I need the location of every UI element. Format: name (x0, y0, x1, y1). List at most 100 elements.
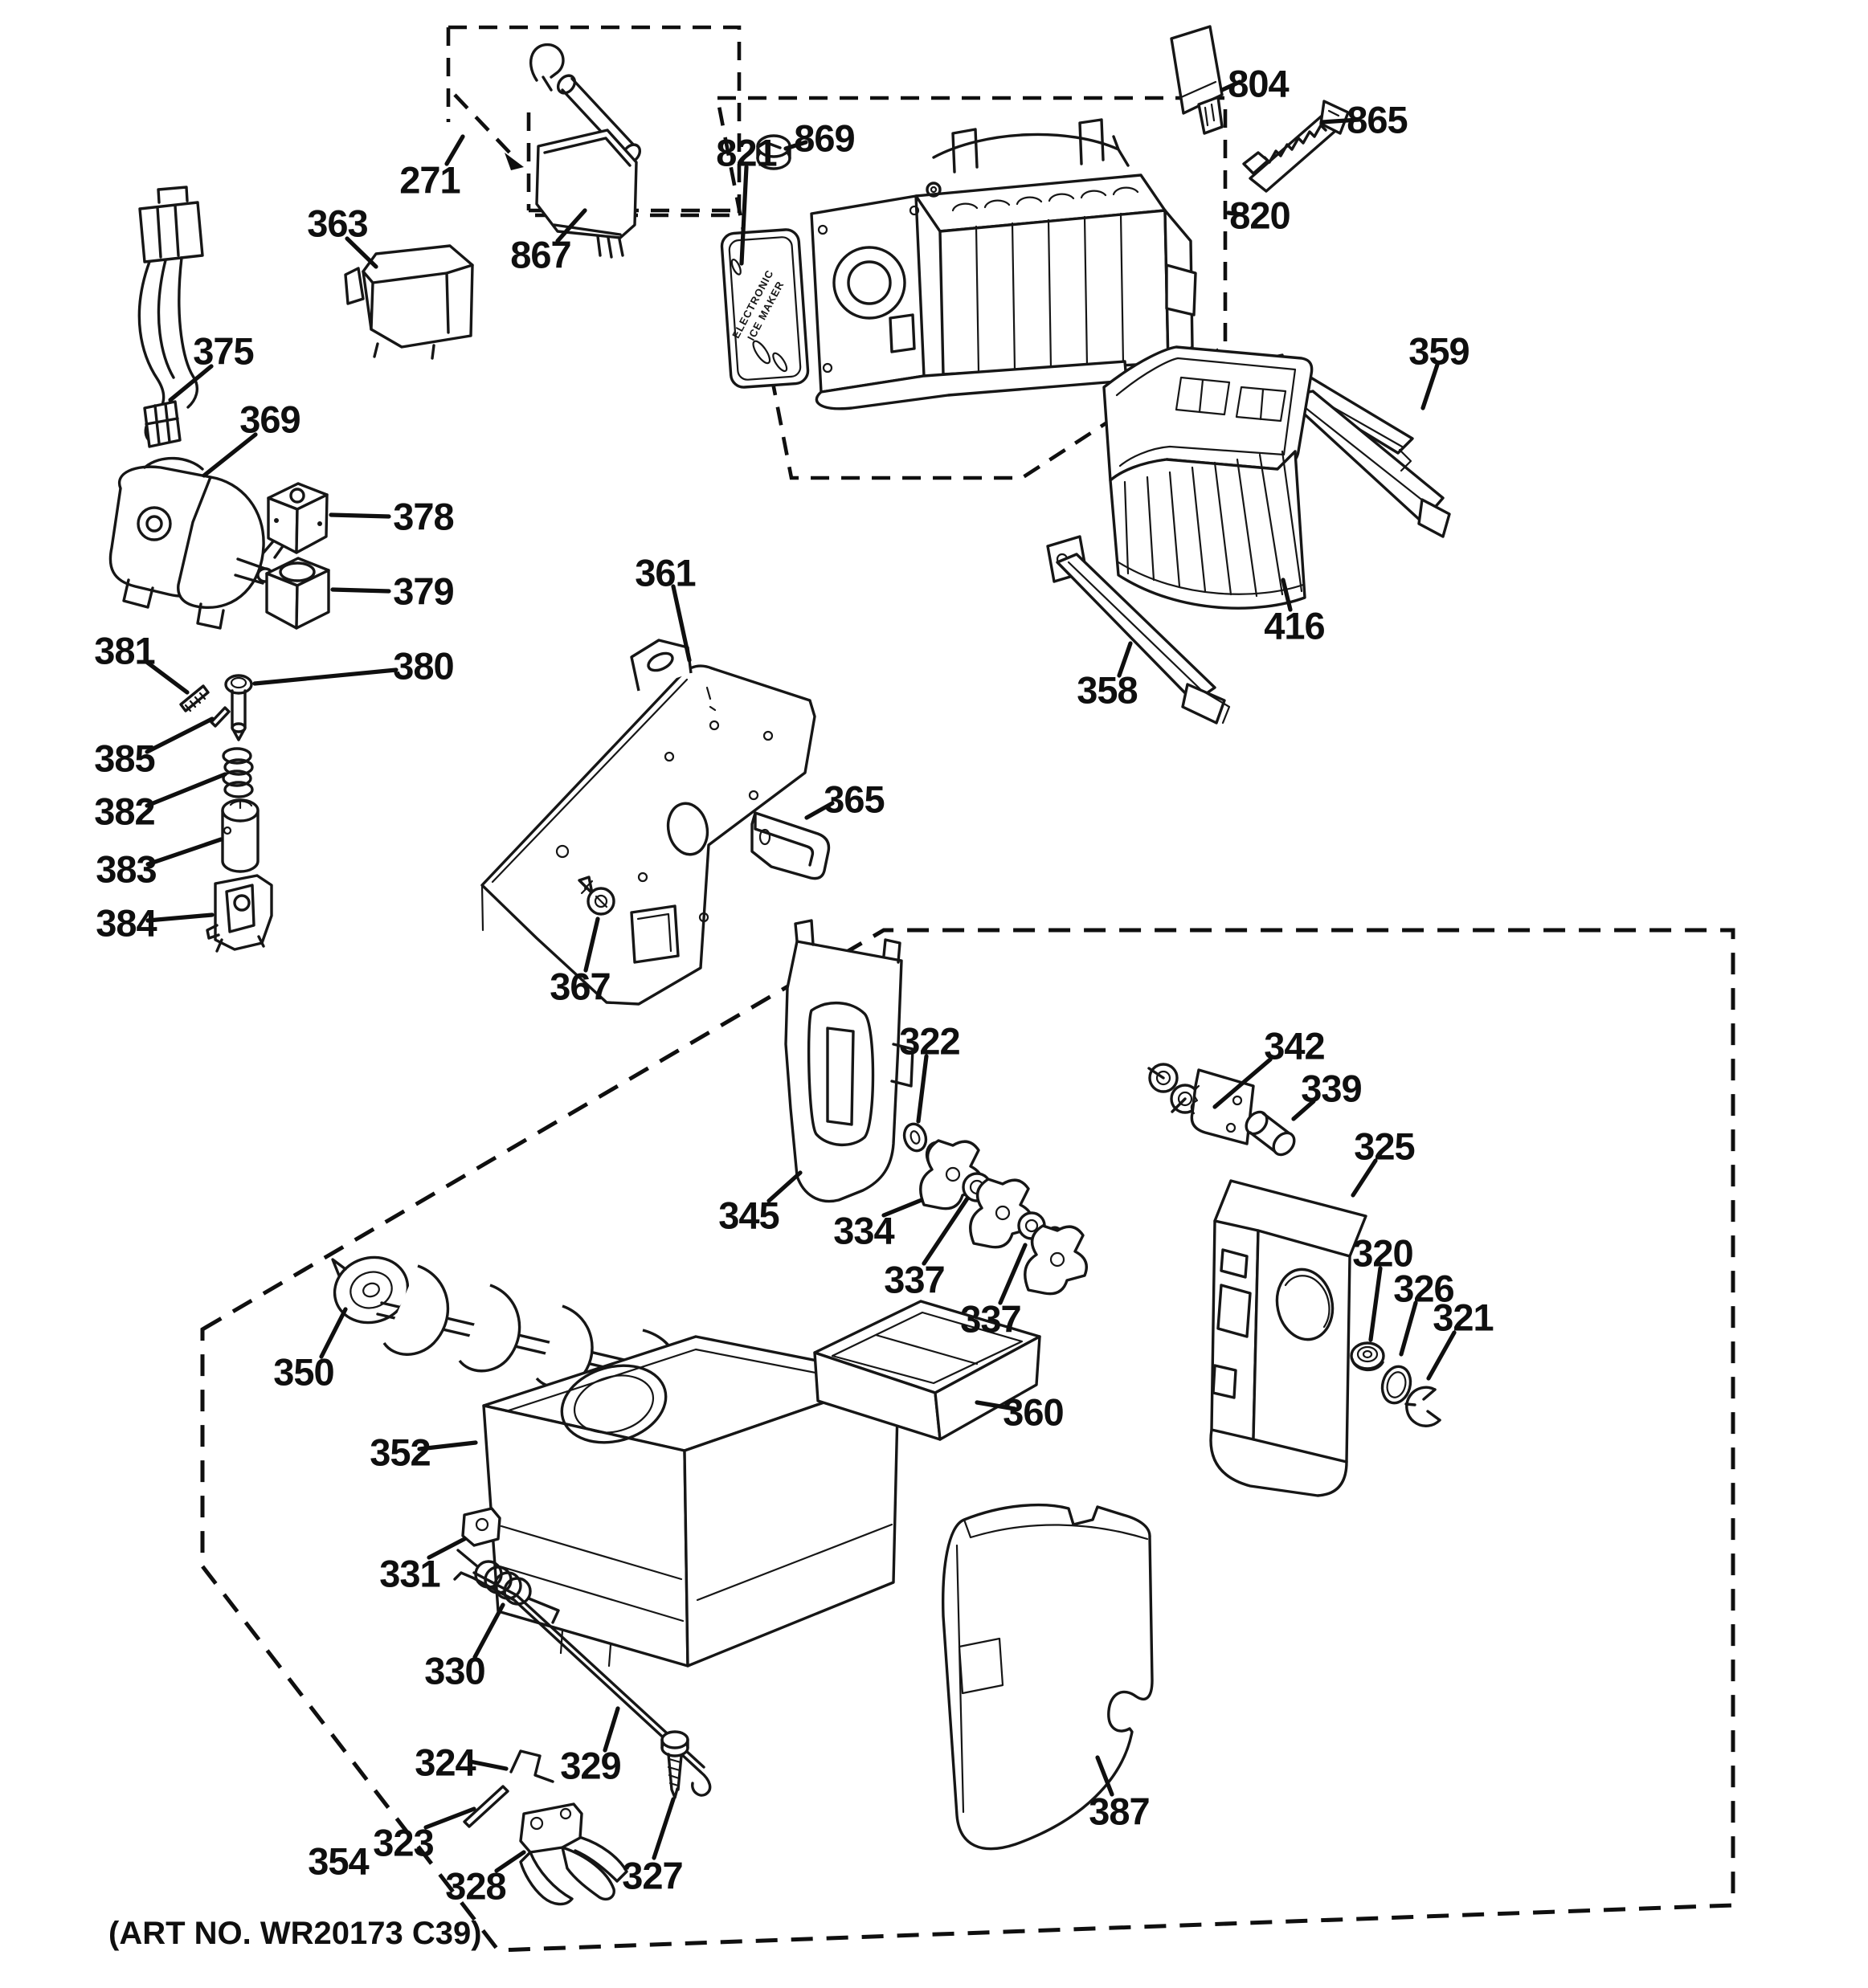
leader-line-324 (468, 1759, 509, 1771)
leader-line-325 (1351, 1158, 1378, 1198)
leader-line-365 (804, 801, 835, 820)
leader-line-326 (1399, 1300, 1418, 1357)
leader-line-382 (145, 772, 227, 808)
part-383-cam (221, 798, 260, 873)
part-label-361: 361 (635, 552, 695, 594)
part-378-solenoid (262, 482, 329, 559)
leader-line-358 (1117, 641, 1133, 678)
part-label-365: 365 (824, 778, 884, 821)
part-label-331: 331 (379, 1553, 439, 1595)
part-820-icemaker-assembly: ELECTRONIC ICE MAKER (720, 118, 1197, 410)
leader-line-383 (145, 837, 223, 867)
leader-line-327 (652, 1797, 676, 1860)
part-869-cap (756, 134, 791, 170)
part-345-chute (784, 919, 914, 1203)
part-label-369: 369 (239, 398, 300, 441)
part-label-367: 367 (550, 965, 610, 1008)
part-label-328: 328 (445, 1865, 505, 1908)
leader-line-361 (671, 584, 692, 663)
part-label-869: 869 (794, 117, 854, 160)
part-350-auger (331, 1255, 791, 1410)
leader-line-363 (345, 236, 378, 269)
part-382-spring (222, 747, 254, 798)
part-label-380: 380 (393, 645, 453, 688)
part-label-322: 322 (899, 1020, 959, 1063)
leader-line-360 (975, 1400, 1017, 1411)
leader-line-339 (1291, 1099, 1316, 1121)
part-label-382: 382 (94, 790, 154, 833)
part-339-roller (1245, 1110, 1296, 1157)
leader-line-369 (202, 432, 258, 478)
arrowhead (505, 153, 524, 170)
leader-line-352 (417, 1440, 478, 1451)
leader-line-387 (1095, 1755, 1114, 1797)
part-375-harness (137, 186, 204, 448)
leader-line-381 (143, 659, 190, 695)
leader-line-359 (1420, 362, 1440, 410)
part-label-330: 330 (424, 1650, 484, 1692)
part-label-323: 323 (373, 1822, 433, 1864)
part-label-350: 350 (273, 1351, 333, 1394)
part-label-321: 321 (1433, 1296, 1493, 1339)
part-label-387: 387 (1089, 1790, 1149, 1833)
leader-line-331 (427, 1537, 467, 1560)
leader-line-320 (1368, 1266, 1383, 1342)
leader-line-867 (555, 208, 587, 243)
part-label-342: 342 (1264, 1025, 1324, 1067)
leader-line-375 (168, 364, 214, 402)
part-label-325: 325 (1354, 1125, 1414, 1168)
part-381-roll-pin (179, 684, 210, 712)
leader-line-380 (252, 667, 399, 686)
part-324-clip (509, 1749, 554, 1783)
part-352-bucket (482, 1335, 900, 1668)
part-label-865: 865 (1347, 99, 1407, 141)
part-label-381: 381 (94, 630, 154, 672)
part-label-384: 384 (96, 902, 157, 945)
part-label-345: 345 (718, 1194, 779, 1237)
part-323-pin (463, 1785, 509, 1828)
part-369-motor (108, 456, 274, 630)
art-number: (ART NO. WR20173 C39) (108, 1916, 482, 1951)
part-label-329: 329 (560, 1745, 620, 1787)
leader-line-271 (444, 134, 465, 166)
part-label-360: 360 (1003, 1391, 1063, 1434)
leader-line-416 (1281, 578, 1293, 612)
part-329-rod (453, 1571, 712, 1797)
part-821-cover: ELECTRONIC ICE MAKER (720, 228, 810, 389)
part-label-354: 354 (308, 1840, 369, 1883)
leader-line-385 (145, 716, 215, 754)
leader-line-328 (494, 1850, 526, 1873)
leader-line-334 (881, 1198, 924, 1218)
part-label-867: 867 (510, 234, 570, 276)
leader-line-869 (783, 140, 808, 151)
leader-line-804 (1220, 80, 1242, 92)
part-363-module (344, 244, 474, 360)
leader-line-337 (922, 1196, 970, 1266)
leader-line-330 (472, 1602, 505, 1659)
leader-line-820 (1226, 210, 1244, 217)
part-label-821: 821 (716, 132, 776, 174)
part-367-screw (578, 876, 615, 916)
part-321-eclip (1404, 1386, 1441, 1427)
leader-line-865 (1320, 117, 1361, 125)
part-867-fill-cup (529, 43, 642, 259)
part-384-holder (206, 874, 273, 953)
parts-layer: ELECTRONIC ICE MAKER (108, 25, 1451, 1906)
part-label-363: 363 (307, 202, 367, 245)
part-379-coil (265, 557, 330, 630)
leader-line-821 (739, 165, 749, 266)
part-label-820: 820 (1229, 194, 1290, 237)
part-865-rack (1242, 100, 1350, 193)
part-label-416: 416 (1264, 605, 1324, 647)
leader-line-322 (916, 1054, 929, 1124)
part-331-clip (461, 1507, 501, 1547)
part-327-screw (660, 1730, 689, 1799)
assembly-boundary-354 (200, 928, 1735, 1953)
part-358-rail (1046, 535, 1231, 725)
leader-line-323 (423, 1806, 476, 1830)
part-label-383: 383 (96, 848, 156, 891)
leader-line-350 (319, 1307, 348, 1359)
part-label-385: 385 (94, 737, 154, 780)
